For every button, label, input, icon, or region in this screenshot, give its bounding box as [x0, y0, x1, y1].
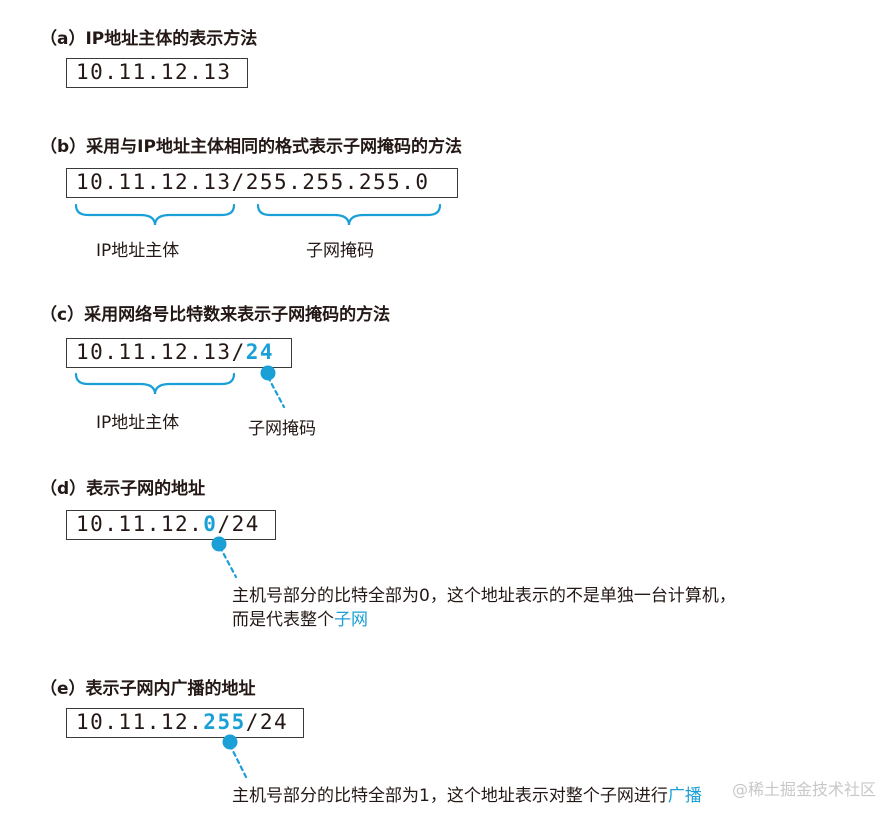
brace-ip-host-b — [74, 203, 236, 226]
label-subnet-mask-c: 子网掩码 — [248, 419, 316, 439]
ip-box-c: 10.11.12.13/24 — [66, 338, 292, 368]
note-d-line2-prefix: 而是代表整个 — [232, 610, 334, 630]
brace-ip-host-c — [74, 372, 236, 395]
ip-box-e-suffix: /24 — [245, 710, 289, 734]
ip-box-d-suffix: /24 — [217, 512, 260, 536]
ip-box-b: 10.11.12.13/255.255.255.0 — [66, 168, 458, 198]
label-ip-host-b: IP地址主体 — [96, 241, 180, 261]
ip-box-d: 10.11.12.0/24 — [66, 510, 276, 540]
host-bits-one-highlight: 255 — [203, 710, 246, 734]
label-subnet-mask-b: 子网掩码 — [306, 241, 374, 261]
ip-box-e: 10.11.12.255/24 — [66, 708, 304, 738]
heading-c: （c）采用网络号比特数来表示子网掩码的方法 — [40, 305, 391, 325]
ip-box-d-prefix: 10.11.12. — [76, 512, 204, 536]
note-d-line2: 而是代表整个子网 — [232, 608, 736, 632]
ip-box-c-prefix: 10.11.12.13/ — [76, 340, 246, 364]
note-e-broadcast-highlight: 广播 — [667, 786, 702, 806]
host-bits-zero-highlight: 0 — [203, 512, 218, 536]
label-ip-host-c: IP地址主体 — [96, 413, 180, 433]
heading-d: （d）表示子网的地址 — [40, 479, 206, 499]
note-d-line1: 主机号部分的比特全部为0，这个地址表示的不是单独一台计算机， — [232, 586, 736, 606]
pointer-line-d — [218, 545, 238, 579]
note-e: 主机号部分的比特全部为1，这个地址表示对整个子网进行广播 — [232, 784, 702, 808]
heading-b: （b）采用与IP地址主体相同的格式表示子网掩码的方法 — [40, 137, 462, 157]
note-d: 主机号部分的比特全部为0，这个地址表示的不是单独一台计算机， 而是代表整个子网 — [232, 584, 736, 632]
watermark: @稀土掘金技术社区 — [731, 780, 876, 799]
note-d-subnet-highlight: 子网 — [334, 610, 368, 630]
brace-subnet-mask-b — [256, 203, 442, 226]
heading-a: （a）IP地址主体的表示方法 — [40, 29, 258, 49]
note-e-prefix: 主机号部分的比特全部为1，这个地址表示对整个子网进行 — [232, 786, 668, 806]
heading-e: （e）表示子网内广播的地址 — [40, 679, 256, 699]
prefix-length-highlight: 24 — [245, 340, 275, 364]
pointer-line-e — [228, 743, 248, 779]
pointer-line-c — [266, 375, 286, 409]
ip-box-e-prefix: 10.11.12. — [76, 710, 204, 734]
ip-box-a: 10.11.12.13 — [66, 58, 248, 88]
